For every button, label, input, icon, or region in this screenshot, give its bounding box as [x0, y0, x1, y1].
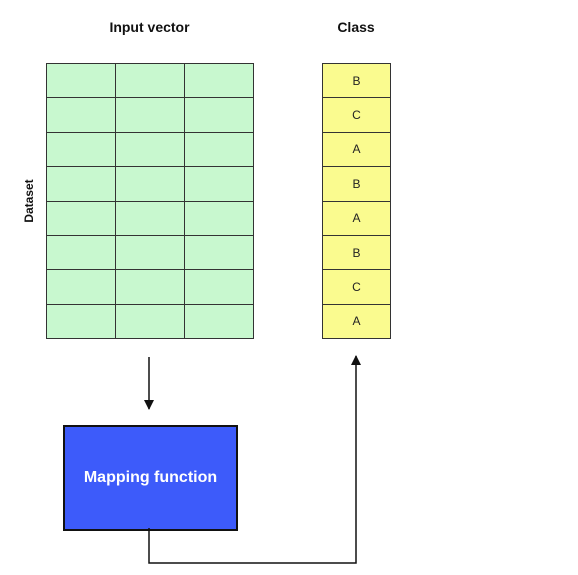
mapping-function-label: Mapping function: [83, 469, 218, 486]
input-vector-cell: [185, 201, 254, 236]
class-cell: C: [323, 98, 391, 133]
input-vector-cell: [185, 235, 254, 271]
input-vector-cell: [116, 132, 185, 168]
class-heading: Class: [337, 19, 375, 35]
class-cell: A: [323, 132, 391, 168]
input-vector-grid: [46, 63, 254, 340]
class-cell: C: [323, 270, 391, 305]
input-vector-cell: [185, 64, 254, 99]
class-cell: A: [323, 304, 391, 340]
input-vector-cell: [116, 235, 185, 271]
mapping-to-class-arrow: [148, 355, 361, 564]
input-vector-heading: Input vector: [109, 19, 190, 35]
input-vector-cell: [47, 64, 116, 99]
class-cell: B: [323, 64, 391, 99]
input-vector-cell: [116, 167, 185, 202]
mapping-function-box: Mapping function: [63, 425, 238, 531]
input-vector-cell: [116, 98, 185, 133]
input-vector-cell: [47, 167, 116, 202]
class-cell: B: [323, 235, 391, 271]
input-vector-cell: [47, 304, 116, 340]
class-cell: B: [323, 167, 391, 202]
input-vector-cell: [47, 235, 116, 271]
input-vector-cell: [116, 270, 185, 305]
input-vector-cell: [185, 167, 254, 202]
input-vector-cell: [116, 64, 185, 99]
input-vector-cell: [47, 132, 116, 168]
class-cell: A: [323, 201, 391, 236]
input-vector-cell: [185, 270, 254, 305]
input-vector-cell: [47, 201, 116, 236]
input-vector-cell: [116, 201, 185, 236]
input-vector-cell: [47, 98, 116, 133]
input-vector-cell: [185, 98, 254, 133]
input-vector-cell: [47, 270, 116, 305]
input-vector-cell: [185, 304, 254, 340]
input-vector-cell: [185, 132, 254, 168]
input-vector-cell: [116, 304, 185, 340]
